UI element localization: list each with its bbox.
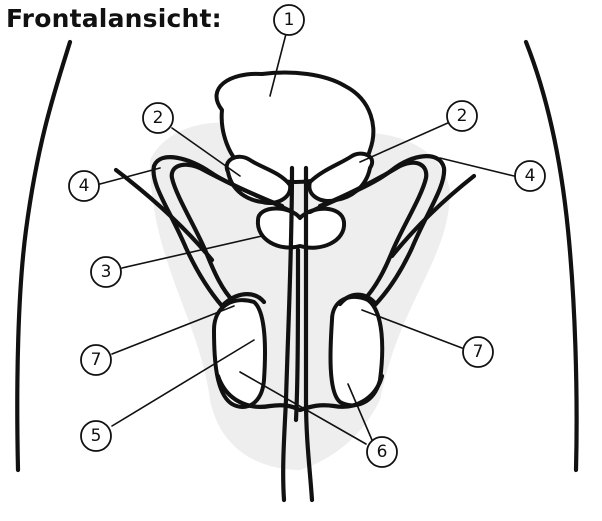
svg-text:6: 6	[377, 442, 388, 462]
penis-center	[296, 250, 298, 420]
label-2-left: 2	[143, 103, 173, 133]
label-6: 6	[367, 437, 397, 467]
label-2-right: 2	[447, 101, 477, 131]
svg-text:2: 2	[153, 108, 164, 128]
label-7-right: 7	[463, 337, 493, 367]
label-3: 3	[91, 257, 121, 287]
label-1: 1	[274, 5, 304, 35]
leader-line-4b	[440, 158, 514, 176]
label-4-left: 4	[69, 171, 99, 201]
svg-text:4: 4	[79, 176, 90, 196]
svg-text:1: 1	[284, 10, 295, 30]
label-4-right: 4	[515, 161, 545, 191]
prostate	[258, 208, 344, 247]
svg-text:7: 7	[473, 342, 484, 362]
label-5: 5	[81, 421, 111, 451]
svg-text:5: 5	[91, 426, 102, 446]
svg-text:2: 2	[457, 106, 468, 126]
svg-text:4: 4	[525, 166, 536, 186]
svg-text:3: 3	[101, 262, 112, 282]
body-outline-right	[526, 42, 577, 470]
body-outline-left	[17, 42, 70, 470]
svg-text:7: 7	[91, 350, 102, 370]
testis-left	[214, 300, 265, 407]
label-7-left: 7	[81, 345, 111, 375]
